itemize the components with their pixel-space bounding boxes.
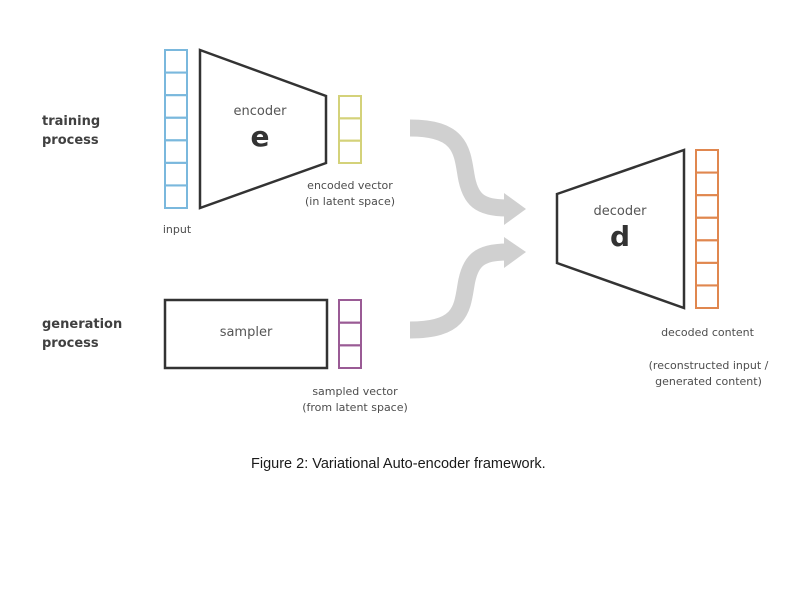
decoded-vector-cell	[695, 194, 719, 219]
decoded-content-note-2: generated content)	[655, 375, 762, 388]
input-label: input	[162, 223, 192, 236]
decoder-symbol: d	[609, 220, 631, 253]
training-arrow	[409, 119, 508, 217]
decoded-content-note: (reconstructed input /	[648, 359, 769, 372]
sampler-title: sampler	[219, 325, 273, 340]
decoder-title: decoder	[593, 204, 647, 219]
sampled-vector-cell	[338, 344, 362, 370]
decoded-vector-cell	[695, 239, 719, 264]
sampled-vector-cell	[338, 321, 362, 347]
encoder-title: encoder	[233, 104, 287, 119]
encoder-symbol: e	[250, 120, 270, 153]
input-vector-cell	[164, 71, 188, 97]
encoded-vector-cell	[338, 139, 362, 165]
decoded-vector-cell	[695, 171, 719, 197]
sampled-vector-cell	[338, 299, 362, 324]
input-vector-cell	[164, 94, 188, 119]
figure-caption: Figure 2: Variational Auto-encoder frame…	[251, 456, 546, 472]
decoded-content-label: decoded content	[661, 326, 754, 339]
encoded-vector-cell	[338, 95, 362, 120]
input-vector-cell	[164, 184, 188, 210]
training-process-label: training process	[42, 114, 101, 148]
training-arrow-head	[504, 193, 526, 225]
generation-arrow	[409, 243, 508, 339]
sampled-vector	[338, 299, 362, 370]
input-vector-cell	[164, 161, 188, 187]
decoder-block	[555, 148, 686, 310]
decoded-vector-cell	[695, 261, 719, 287]
sampled-vector-sublabel: (from latent space)	[302, 401, 408, 414]
input-vector-cell	[164, 139, 188, 164]
sampler-block	[163, 298, 329, 370]
encoder-block	[198, 48, 328, 210]
generation-arrow-head	[504, 237, 526, 268]
encoded-vector-cell	[338, 117, 362, 142]
decoded-vector-cell	[695, 216, 719, 242]
input-vector-cell	[164, 116, 188, 142]
decoded-vector	[695, 149, 719, 309]
decoded-vector-cell	[695, 149, 719, 174]
encoded-vector-label: encoded vector	[307, 179, 393, 192]
encoded-vector-sublabel: (in latent space)	[304, 195, 396, 208]
decoded-vector-cell	[695, 284, 719, 309]
sampled-vector-label: sampled vector	[312, 385, 398, 398]
input-vector	[164, 49, 188, 210]
input-vector-cell	[164, 49, 188, 74]
generation-process-label: generation process	[42, 317, 123, 351]
encoded-vector	[338, 95, 362, 165]
